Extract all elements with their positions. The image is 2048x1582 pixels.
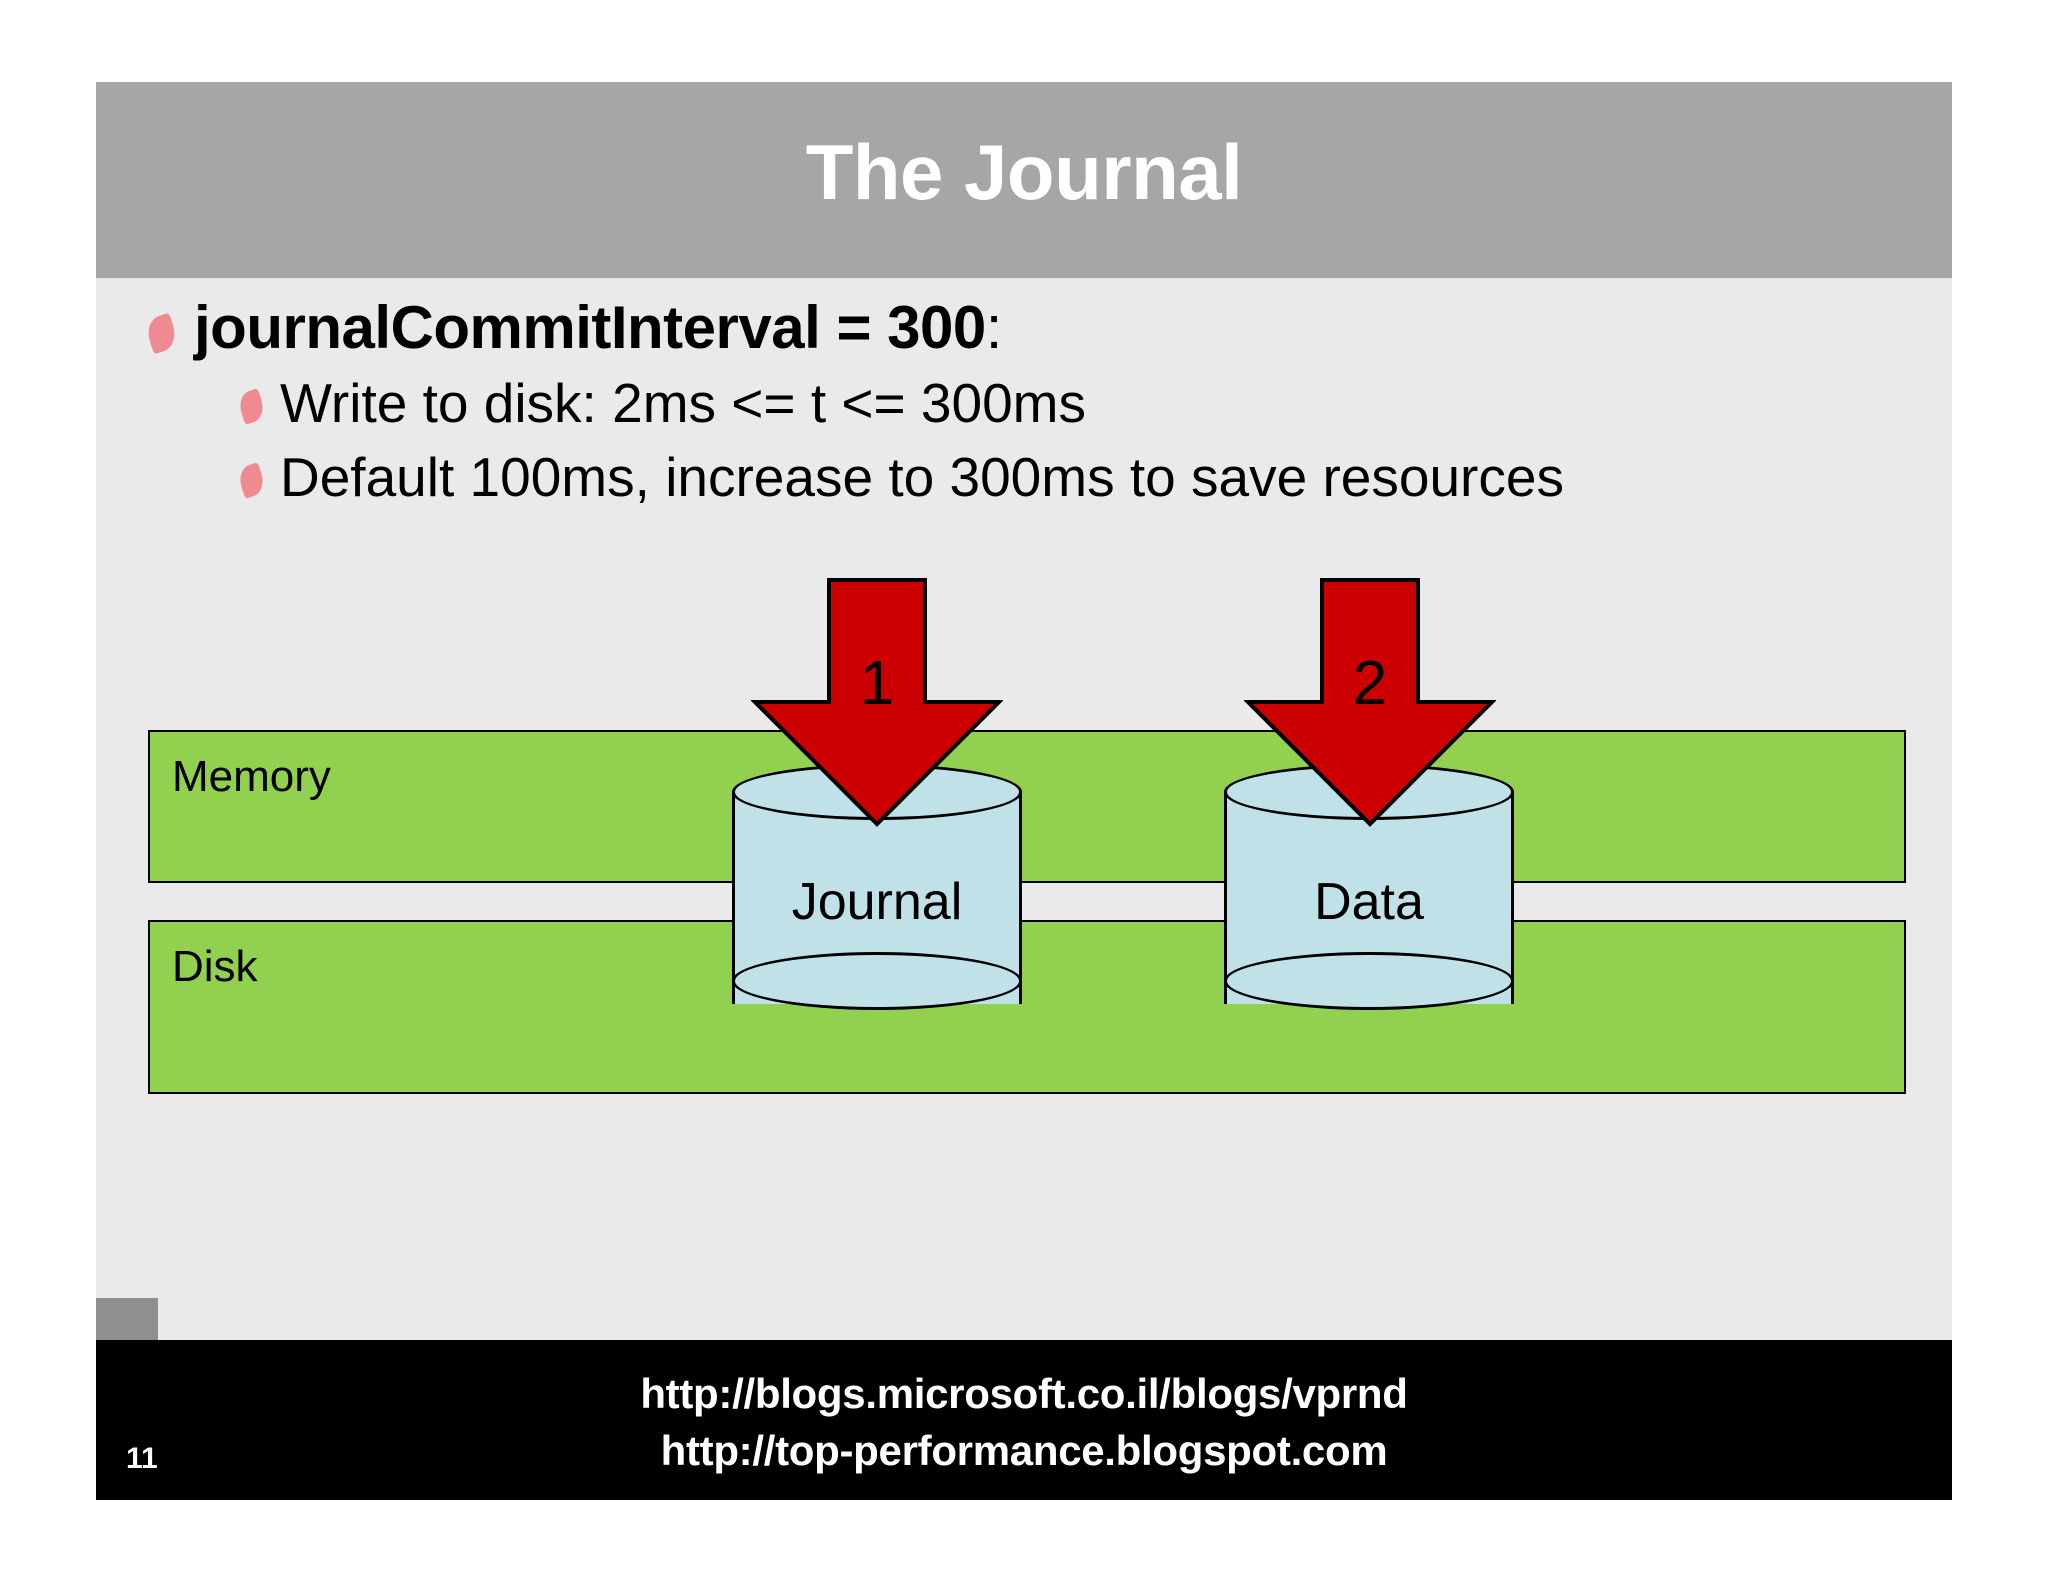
cylinder-top-ellipse [1224, 764, 1514, 820]
slide-canvas: The Journal journalCommitInterval = 300:… [96, 82, 1952, 1500]
memory-band-label: Memory [172, 752, 331, 801]
disk-band: Disk [148, 920, 1906, 1094]
bullet-list: journalCommitInterval = 300: Write to di… [143, 294, 1908, 510]
down-arrow-icon [750, 578, 1004, 827]
bullet-main-bold: journalCommitInterval = 300 [194, 294, 986, 361]
cylinder-body [732, 790, 1022, 1004]
cylinder-bottom-ellipse [732, 952, 1022, 1010]
footer-link-2[interactable]: http://top-performance.blogspot.com [660, 1426, 1388, 1474]
memory-band: Memory [148, 730, 1906, 883]
bullet-sub-2-text: Default 100ms, increase to 300ms to save… [280, 446, 1564, 509]
cylinder-body [1224, 790, 1514, 1004]
bullet-item-main: journalCommitInterval = 300: [143, 294, 1908, 362]
slide-number: 11 [126, 1442, 158, 1475]
cylinder-bottom-ellipse [1224, 952, 1514, 1010]
bullet-item-sub-2: Default 100ms, increase to 300ms to save… [235, 446, 1908, 510]
journal-cylinder: Journal [732, 764, 1022, 1014]
footer-gray-notch [96, 1298, 158, 1340]
data-cylinder: Data [1224, 764, 1514, 1014]
footer-links: http://blogs.microsoft.co.il/blogs/vprnd… [96, 1366, 1952, 1479]
down-arrow-2: 2 [1243, 578, 1497, 828]
footer-link-1[interactable]: http://blogs.microsoft.co.il/blogs/vprnd [640, 1370, 1408, 1417]
bullet-item-sub-1: Write to disk: 2ms <= t <= 300ms [235, 372, 1908, 436]
bullet-sub-1-text: Write to disk: 2ms <= t <= 300ms [280, 372, 1086, 435]
page-title: The Journal [805, 128, 1243, 216]
arrow-1-number: 1 [859, 649, 895, 718]
bullet-petal-icon [235, 388, 268, 426]
title-band: The Journal [96, 82, 1952, 278]
journal-cylinder-label: Journal [791, 873, 963, 931]
bullet-petal-icon [143, 312, 180, 355]
arrow-2-number: 2 [1352, 649, 1388, 718]
bullet-main-tail: : [985, 294, 1003, 361]
down-arrow-1: 1 [750, 578, 1004, 828]
bullet-main-text: journalCommitInterval = 300: [194, 294, 1002, 362]
disk-band-label: Disk [172, 942, 258, 991]
bullet-petal-icon [235, 462, 268, 499]
cylinder-top-ellipse [732, 764, 1022, 820]
footer-bar: http://blogs.microsoft.co.il/blogs/vprnd… [96, 1340, 1952, 1500]
down-arrow-icon [1243, 578, 1497, 827]
data-cylinder-label: Data [1314, 873, 1424, 931]
